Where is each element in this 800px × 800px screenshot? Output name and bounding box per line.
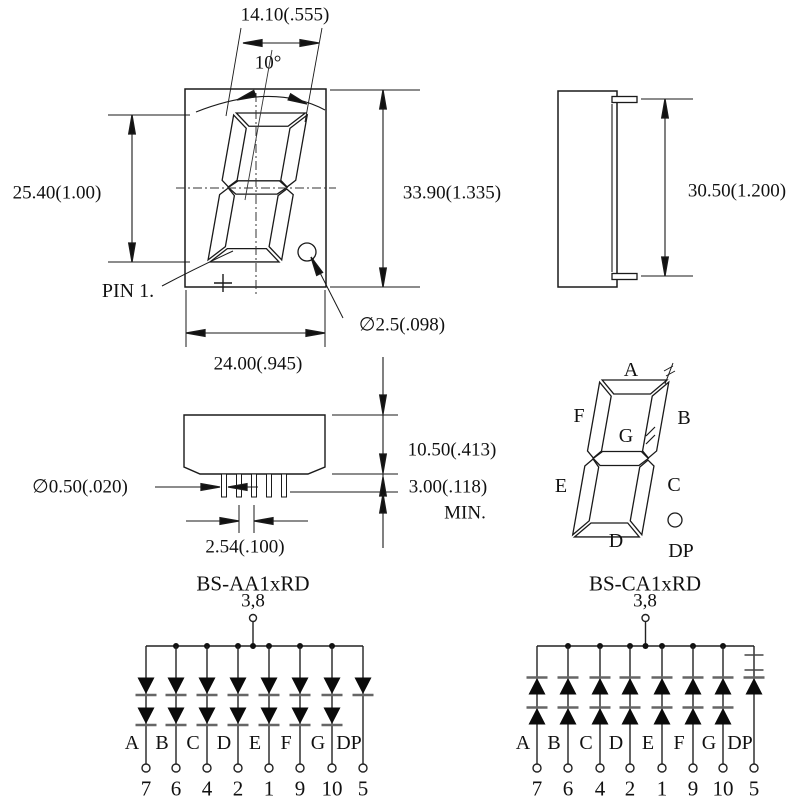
front-height-left-dim-label: 25.40(1.00) xyxy=(12,182,102,204)
segment-g-label: G xyxy=(618,425,634,447)
segment-f-label: F xyxy=(573,405,585,427)
circuit-aa-pin-number: 7 xyxy=(140,776,152,800)
circuit-aa-pin-number: 4 xyxy=(201,776,213,800)
segment-e-label: E xyxy=(554,475,568,497)
circuit-ca-pin-number: 4 xyxy=(594,776,606,800)
diode-triangles-down xyxy=(137,677,372,724)
circuit-ca-pin-number: 1 xyxy=(656,776,668,800)
pin-pitch-dim-label: 2.54(.100) xyxy=(205,536,285,558)
circuit-ca-seg-label: C xyxy=(579,732,593,754)
circuit-ca-seg-label: A xyxy=(515,732,531,754)
circuit-ca-pin-number: 7 xyxy=(531,776,543,800)
circuit-aa-seg-label: G xyxy=(310,732,326,754)
segment-a-label: A xyxy=(623,359,639,381)
circuit-ca-seg-label: F xyxy=(673,732,685,754)
circuit-ca-seg-label: E xyxy=(641,732,655,754)
bottom-view-drawing xyxy=(155,357,398,548)
segment-d-label: D xyxy=(608,530,624,552)
circuit-ca-title: BS-CA1xRD xyxy=(588,571,702,596)
circuit-aa-seg-label: A xyxy=(124,732,140,754)
segment-c-label: C xyxy=(667,474,681,496)
circuit-aa-pin-number: 10 xyxy=(321,776,343,800)
circuit-aa-seg-label: E xyxy=(248,732,262,754)
front-width-dim-label: 14.10(.555) xyxy=(240,4,330,26)
segment-b-label: B xyxy=(677,407,691,429)
front-bottom-width-dim-label: 24.00(.945) xyxy=(213,353,303,375)
circuit-aa-seg-label: D xyxy=(216,732,232,754)
segment-dp-label: DP xyxy=(668,540,694,562)
circuit-aa-seg-label: B xyxy=(155,732,169,754)
side-view-drawing xyxy=(557,90,693,288)
pin-length-dim-label: 3.00(.118) xyxy=(408,476,488,498)
circuit-aa-drawing xyxy=(135,613,374,773)
circuit-ca-pin-number: 10 xyxy=(712,776,734,800)
circuit-ca-drawing xyxy=(526,613,765,773)
pin1-label: PIN 1. xyxy=(101,280,155,302)
circuit-ca-pin-number: 6 xyxy=(562,776,574,800)
diode-cathode-bars xyxy=(135,693,374,727)
circuit-ca-pin-number: 5 xyxy=(748,776,760,800)
circuit-aa-pin-number: 9 xyxy=(294,776,306,800)
circuit-ca-seg-label: B xyxy=(547,732,561,754)
front-height-right-dim-label: 33.90(1.335) xyxy=(402,182,502,204)
circuit-aa-title: BS-AA1xRD xyxy=(196,571,310,596)
circuit-aa-seg-label: DP xyxy=(336,732,362,754)
diode-triangles-up xyxy=(528,678,763,725)
min-label: MIN. xyxy=(444,502,486,524)
circuit-aa-pin-number: 5 xyxy=(357,776,369,800)
front-angle-label: 10° xyxy=(254,52,282,74)
circuit-aa-pin-number: 6 xyxy=(170,776,182,800)
circuit-aa-pin-number: 2 xyxy=(232,776,244,800)
dp-diameter-label: ∅2.5(.098) xyxy=(358,314,446,336)
diode-cathode-bars xyxy=(526,676,765,709)
side-height-dim-label: 30.50(1.200) xyxy=(687,180,787,202)
circuit-aa-common-pins-label: 3,8 xyxy=(241,590,265,612)
pin-diameter-label: ∅0.50(.020) xyxy=(32,476,128,498)
circuit-ca-seg-label: D xyxy=(608,732,624,754)
circuit-aa-pin-number: 1 xyxy=(263,776,275,800)
circuit-ca-pin-number: 2 xyxy=(624,776,636,800)
front-view-drawing xyxy=(108,27,420,347)
segment-diagram-drawing xyxy=(571,362,683,538)
circuit-ca-common-pins-label: 3,8 xyxy=(633,590,657,612)
circuit-aa-seg-label: C xyxy=(186,732,200,754)
circuit-aa-seg-label: F xyxy=(280,732,292,754)
circuit-ca-pin-number: 9 xyxy=(687,776,699,800)
circuit-ca-seg-label: DP xyxy=(727,732,753,754)
circuit-ca-seg-label: G xyxy=(701,732,717,754)
body-height-dim-label: 10.50(.413) xyxy=(407,439,497,461)
